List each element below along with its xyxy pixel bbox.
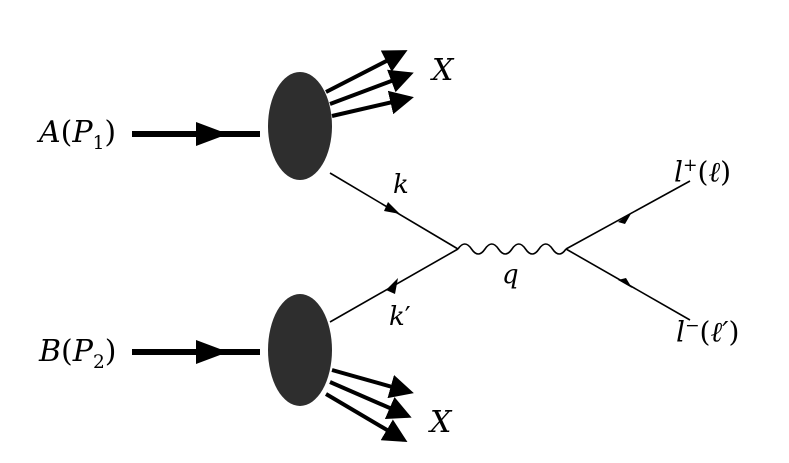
lepton-minus-arrow-icon [618,278,632,288]
lepton-minus-line [565,248,691,321]
hadron-a-blob-icon [268,72,332,180]
remnant-top-arrows [325,50,414,118]
lepton-plus-line [565,180,691,250]
lepton-minus-label: l−(ℓ′) [676,315,740,349]
boson-q-label: q [502,260,519,290]
lepton-plus-label: l+(ℓ) [674,155,732,189]
remnant-bottom-arrows [324,368,414,443]
parton-k-prime-arrow-icon [386,278,398,294]
beam-a-arrow-icon [196,122,228,146]
beam-b-line [132,340,260,364]
beam-b-arrow-icon [196,340,228,364]
beam-a-line [132,122,260,146]
boson-q-wavy-line-icon [457,243,567,255]
remnant-top-label: X [432,53,454,88]
beam-a-label: A(P1) [39,115,117,154]
hadron-b-blob-icon [268,294,332,406]
parton-k-arrow-icon [384,202,400,214]
beam-b-label: B(P2) [39,334,117,373]
parton-k-line [329,172,459,250]
parton-k-prime-line [329,248,459,323]
parton-k-label: k [393,170,409,200]
parton-k-prime-label: k′ [389,302,411,332]
lepton-plus-arrow-icon [618,212,632,224]
remnant-bottom-label: X [430,405,452,440]
